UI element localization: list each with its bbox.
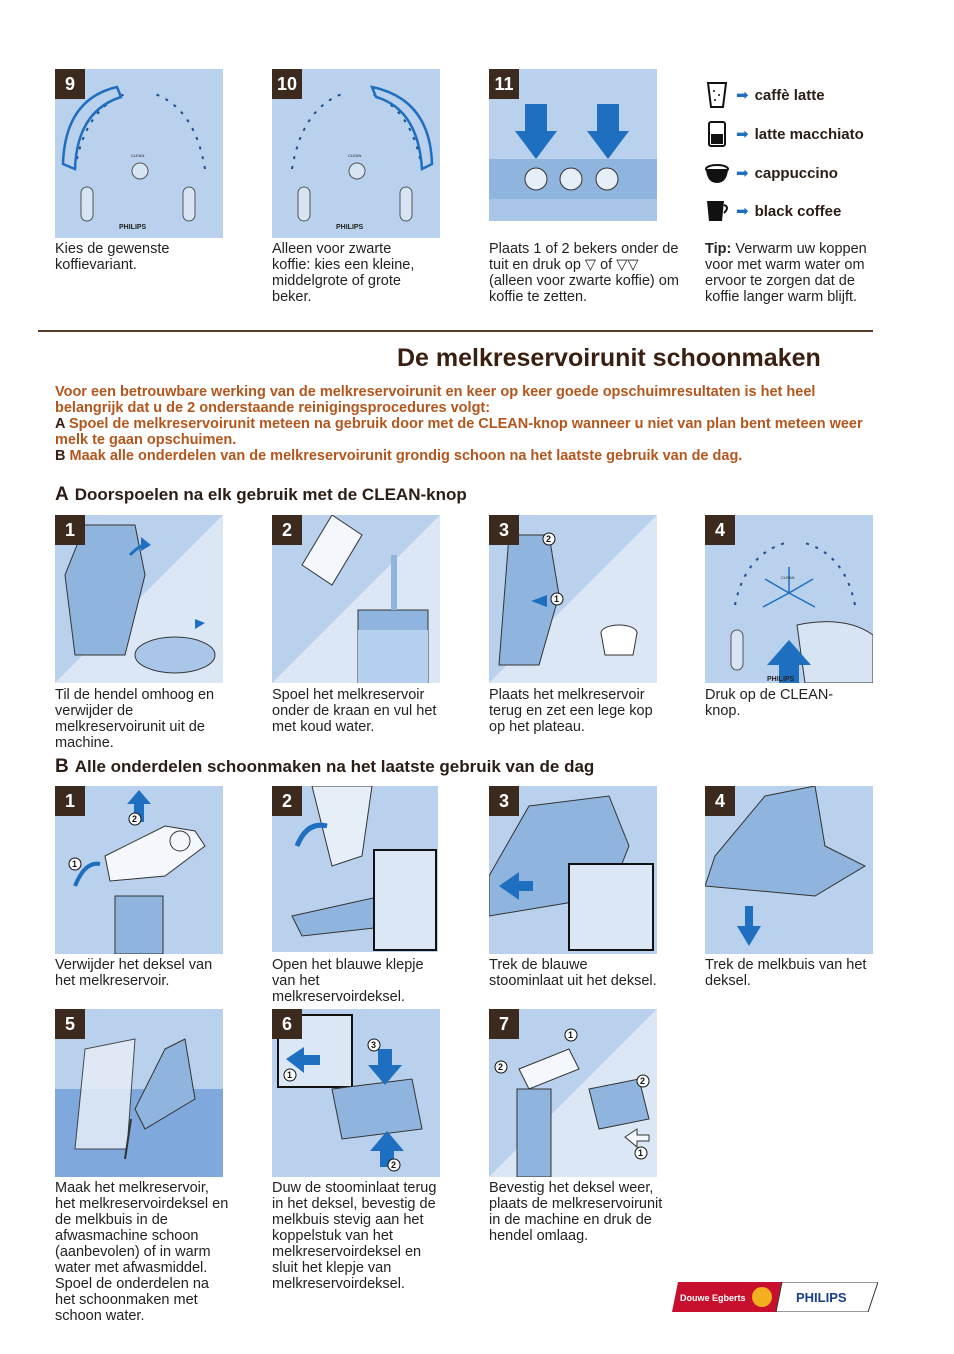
callout-2: 2	[391, 1160, 396, 1170]
step-badge: 1	[55, 786, 85, 816]
step-badge: 7	[489, 1009, 519, 1039]
section-b-step-1-illustration: 2 1 1	[55, 786, 223, 954]
legend-item: ➡ latte macchiato	[704, 119, 864, 149]
section-title: Alle onderdelen schoonmaken na het laats…	[74, 757, 595, 776]
step-9-illustration: PHILIPS CLEAN 9	[55, 69, 223, 238]
step-10-illustration: PHILIPS CLEAN 10	[272, 69, 440, 238]
step-11-illustration: 11	[489, 69, 657, 221]
section-b-step-1-caption: Verwijder het deksel van het melkreservo…	[55, 957, 213, 989]
step-badge: 2	[272, 515, 302, 545]
step-9-caption: Kies de gewenste koffievariant.	[55, 241, 170, 273]
step-badge: 11	[489, 69, 519, 99]
section-b-step-4-illustration: 4	[705, 786, 873, 954]
logo-left: Douwe Egberts	[680, 1293, 746, 1303]
step-badge: 1	[55, 515, 85, 545]
step-11-caption: Plaats 1 of 2 bekers onder de tuit en dr…	[489, 241, 679, 305]
step-badge: 4	[705, 515, 735, 545]
clean-text: CLEAN	[131, 153, 144, 158]
section-b-step-7-caption: Bevestig het deksel weer, plaats de melk…	[489, 1180, 663, 1244]
clean-text: CLEAN	[781, 575, 794, 580]
legend-label: black coffee	[754, 202, 842, 220]
callout-1: 1	[72, 859, 77, 869]
section-b-step-4-caption: Trek de melkbuis van het deksel.	[705, 957, 867, 989]
section-a-step-4-caption: Druk op de CLEAN-knop.	[705, 687, 834, 719]
arrow-right-icon: ➡	[736, 203, 749, 220]
callout-2: 2	[640, 1076, 645, 1086]
legend-item: ➡ cappuccino	[704, 158, 838, 188]
section-b-step-5-illustration: 5	[55, 1009, 223, 1177]
cappuccino-cup-icon	[705, 164, 729, 183]
section-b-step-6-caption: Duw de stoominlaat terug in het deksel, …	[272, 1180, 437, 1292]
section-a-step-1-illustration: 1	[55, 515, 223, 683]
legend-item: ➡ caffè latte	[704, 80, 825, 110]
brand-text: PHILIPS	[119, 224, 147, 231]
arrow-right-icon: ➡	[736, 87, 749, 104]
intro-text: Voor een betrouwbare werking van de melk…	[55, 384, 885, 464]
tip-body: Verwarm uw koppen voor met warm water om…	[705, 241, 867, 305]
section-a-step-3-illustration: 2 1 3	[489, 515, 657, 683]
callout-1: 1	[638, 1148, 643, 1158]
section-b-heading: B Alle onderdelen schoonmaken na het laat…	[55, 756, 594, 778]
page-title: De melkreservoirunit schoonmaken	[397, 344, 821, 372]
callout-2: 2	[132, 814, 137, 824]
section-b-step-2-illustration: 2	[272, 786, 438, 952]
legend-item: ➡ black coffee	[704, 196, 841, 226]
step-badge: 10	[272, 69, 302, 99]
brand-text: PHILIPS	[336, 224, 364, 231]
section-a-step-3-caption: Plaats het melkreservoir terug en zet ee…	[489, 687, 653, 735]
step-badge: 3	[489, 786, 519, 816]
arrow-right-icon: ➡	[736, 126, 749, 143]
section-letter: A	[55, 484, 69, 505]
callout-1: 1	[568, 1030, 573, 1040]
black-coffee-cup-icon	[707, 201, 728, 221]
callout-3: 3	[371, 1040, 376, 1050]
legend-label: latte macchiato	[754, 125, 864, 143]
logo-right: PHILIPS	[796, 1290, 847, 1305]
callout-2: 2	[546, 534, 551, 544]
section-a-step-1-caption: Til de hendel omhoog en verwijder de mel…	[55, 687, 215, 751]
step-badge: 4	[705, 786, 735, 816]
tip-label: Tip:	[705, 241, 732, 257]
section-a-step-4-illustration: CLEAN PHILIPS 4	[705, 515, 873, 683]
intro-paragraph: Voor een betrouwbare werking van de melk…	[55, 384, 816, 416]
step-badge: 6	[272, 1009, 302, 1039]
brand-text: PHILIPS	[767, 676, 795, 683]
macchiato-glass-icon	[708, 121, 726, 147]
intro-b-tag: B	[55, 448, 66, 464]
legend-label: caffè latte	[754, 86, 825, 104]
tip-text: Tip: Verwarm uw koppen voor met warm wat…	[705, 241, 880, 305]
callout-1: 1	[554, 594, 559, 604]
step-badge: 9	[55, 69, 85, 99]
section-b-step-5-caption: Maak het melkreservoir, het melkreservoi…	[55, 1180, 229, 1324]
callout-1: 1	[287, 1070, 292, 1080]
step-badge: 2	[272, 786, 302, 816]
step-badge: 5	[55, 1009, 85, 1039]
section-b-step-2-caption: Open het blauwe klepje van het melkreser…	[272, 957, 424, 1005]
intro-point-b: B Maak alle onderdelen van de melkreserv…	[55, 448, 885, 464]
intro-a-tag: A	[55, 416, 65, 432]
brand-logo: Douwe Egberts PHILIPS	[672, 1282, 878, 1312]
section-b-step-3-illustration: 3	[489, 786, 657, 954]
arrow-right-icon: ➡	[736, 165, 749, 182]
section-b-step-7-illustration: 1 2 2 1 7	[489, 1009, 657, 1177]
section-b-step-6-illustration: 1 3 2 6	[272, 1009, 440, 1177]
intro-point-a: A Spoel de melkreservoirunit meteen na g…	[55, 416, 885, 448]
section-divider	[38, 330, 873, 332]
intro-a-text: Spoel de melkreservoirunit meteen na geb…	[55, 416, 863, 448]
legend-label: cappuccino	[754, 164, 838, 182]
step-badge: 3	[489, 515, 519, 545]
section-letter: B	[55, 756, 69, 777]
clean-text: CLEAN	[348, 153, 361, 158]
section-a-step-2-illustration: 2	[272, 515, 440, 683]
latte-cup-icon	[706, 82, 728, 108]
section-a-heading: A Doorspoelen na elk gebruik met de CLEAN…	[55, 484, 467, 506]
callout-2: 2	[498, 1062, 503, 1072]
section-title: Doorspoelen na elk gebruik met de CLEAN-…	[74, 485, 467, 504]
section-b-step-3-caption: Trek de blauwe stoominlaat uit het dekse…	[489, 957, 657, 989]
step-10-caption: Alleen voor zwarte koffie: kies een klei…	[272, 241, 415, 305]
intro-b-text: Maak alle onderdelen van de melkreservoi…	[69, 448, 743, 464]
section-a-step-2-caption: Spoel het melkreservoir onder de kraan e…	[272, 687, 437, 735]
